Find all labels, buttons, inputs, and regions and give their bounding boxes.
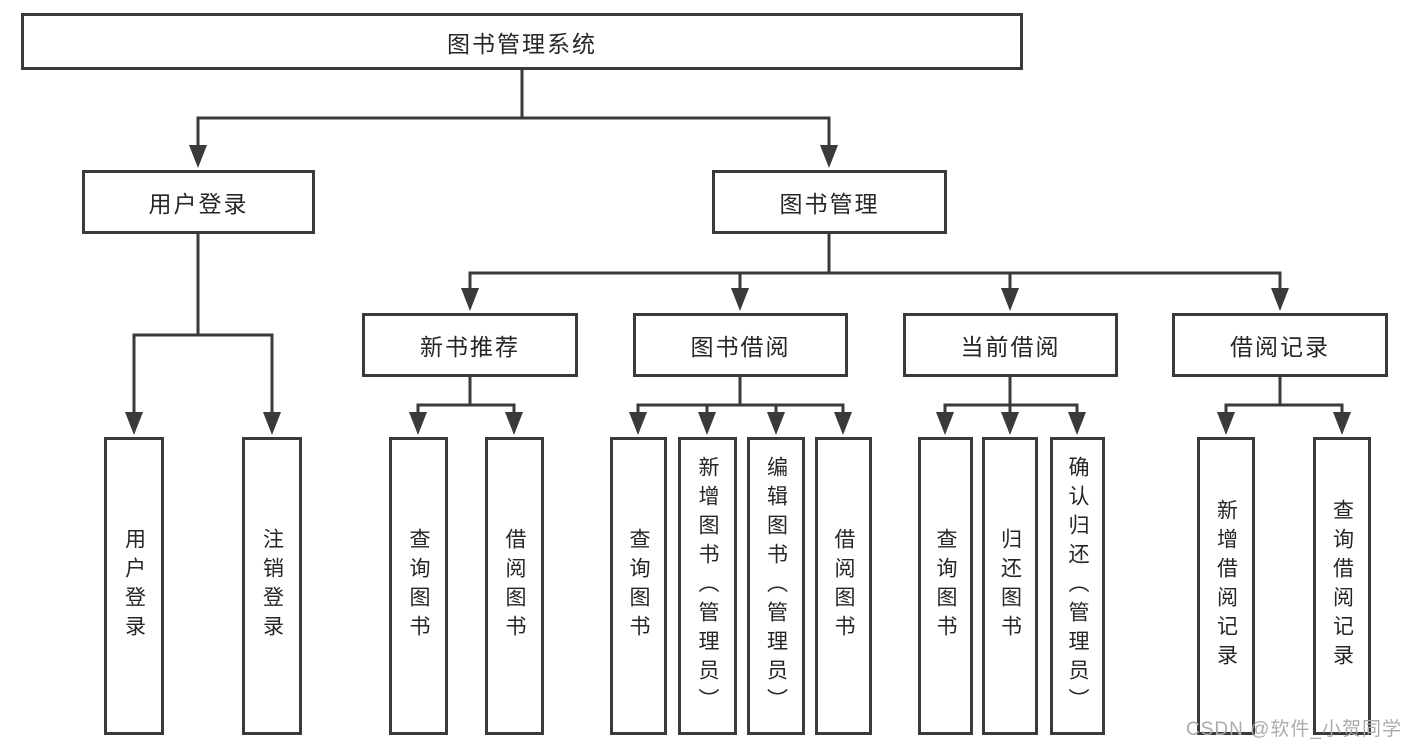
leaf-add-borrow-record: 新增借阅记录: [1197, 437, 1255, 735]
leaf-label: 查询图书: [627, 528, 651, 644]
node-library-system: 图书管理系统: [21, 13, 1023, 70]
leaf-label: 查询图书: [407, 528, 431, 644]
leaf-label: 编辑图书（管理员）: [764, 455, 788, 717]
node-label: 当前借阅: [960, 334, 1061, 360]
leaf-borrow-books-borrowing: 借阅图书: [815, 437, 872, 735]
leaf-query-books-borrowing: 查询图书: [610, 437, 667, 735]
csdn-watermark: CSDN @软件_小贺同学: [1186, 719, 1402, 740]
leaf-label: 查询图书: [934, 528, 958, 644]
leaf-user-login: 用户登录: [104, 437, 164, 735]
leaf-label: 确认归还（管理员）: [1066, 455, 1090, 717]
node-label: 借阅记录: [1230, 334, 1330, 360]
leaf-label: 新增借阅记录: [1214, 499, 1238, 673]
leaf-label: 查询借阅记录: [1330, 499, 1354, 673]
leaf-confirm-return-admin: 确认归还（管理员）: [1050, 437, 1105, 735]
leaf-label: 用户登录: [122, 528, 146, 644]
node-current-borrowing: 当前借阅: [903, 313, 1118, 377]
leaf-add-book-admin: 新增图书（管理员）: [678, 437, 737, 735]
node-book-management: 图书管理: [712, 170, 947, 234]
leaf-label: 新增图书（管理员）: [696, 455, 720, 717]
leaf-query-books-current: 查询图书: [918, 437, 973, 735]
leaf-return-books: 归还图书: [982, 437, 1038, 735]
leaf-edit-book-admin: 编辑图书（管理员）: [747, 437, 805, 735]
node-user-login: 用户登录: [82, 170, 315, 234]
node-label: 图书管理系统: [447, 30, 597, 57]
leaf-borrow-books-recommend: 借阅图书: [485, 437, 544, 735]
node-label: 图书借阅: [690, 334, 791, 360]
node-label: 新书推荐: [420, 334, 520, 360]
leaf-query-books-recommend: 查询图书: [389, 437, 448, 735]
node-label: 用户登录: [148, 191, 249, 217]
leaf-label: 注销登录: [260, 528, 284, 644]
node-new-book-recommend: 新书推荐: [362, 313, 578, 377]
leaf-logout-login: 注销登录: [242, 437, 302, 735]
leaf-query-borrow-record: 查询借阅记录: [1313, 437, 1371, 735]
node-borrow-records: 借阅记录: [1172, 313, 1388, 377]
node-label: 图书管理: [779, 191, 880, 217]
leaf-label: 借阅图书: [832, 528, 856, 644]
node-book-borrowing: 图书借阅: [633, 313, 848, 377]
leaf-label: 借阅图书: [503, 528, 527, 644]
leaf-label: 归还图书: [998, 528, 1022, 644]
